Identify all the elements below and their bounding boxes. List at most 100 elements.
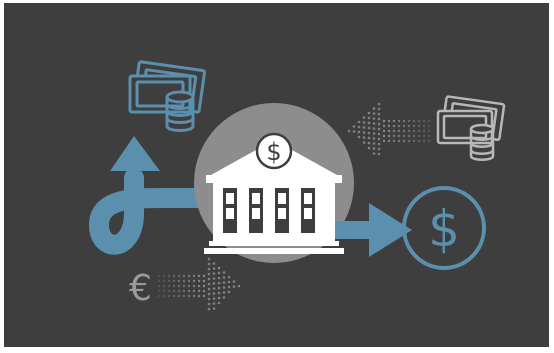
arrow-dot: [192, 284, 196, 288]
arrow-dot: [352, 125, 356, 128]
arrow-dot: [237, 284, 241, 288]
arrow-dot: [202, 274, 206, 278]
arrow-dot: [357, 130, 361, 134]
arrow-dot: [377, 107, 381, 111]
arrow-dot: [362, 131, 366, 134]
arrow-dot: [207, 262, 211, 266]
arrow-dot: [167, 294, 171, 298]
arrow-dot: [402, 124, 406, 128]
arrow-dot: [212, 272, 216, 275]
arrow-dot: [157, 294, 161, 298]
arrow-dot: [212, 302, 216, 305]
arrow-dot: [227, 275, 231, 279]
arrow-dot: [392, 134, 396, 138]
arrow-dot: [402, 119, 406, 123]
arrow-dot: [172, 274, 176, 278]
arrow-dot: [207, 302, 211, 306]
arrow-dot: [377, 137, 381, 141]
arrow-dot: [212, 297, 216, 300]
arrow-dot: [217, 266, 221, 270]
arrow-dot: [207, 282, 211, 286]
arrow-dot: [177, 274, 181, 278]
cash-stack-icon: [128, 60, 206, 132]
arrow-dot: [217, 281, 221, 285]
arrow-dot: [212, 262, 216, 265]
arrow-dot: [367, 141, 371, 145]
arrow-dot: [387, 129, 391, 133]
arrow-dot: [207, 267, 211, 271]
arrow-dot: [362, 136, 366, 139]
arrow-dot: [427, 124, 431, 128]
arrow-dot: [392, 119, 396, 123]
arrow-dot: [187, 294, 191, 298]
arrow-dot: [207, 287, 211, 291]
arrow-dot: [412, 134, 416, 138]
arrow-dot: [407, 129, 411, 133]
arrow-dot: [207, 307, 211, 311]
arrow-dot: [227, 290, 231, 294]
arrow-dot: [392, 139, 396, 143]
arrow-dot: [392, 129, 396, 133]
arrow-dot: [372, 112, 376, 115]
arrow-dot: [167, 289, 171, 293]
arrow-dot: [407, 124, 411, 128]
arrow-dot: [162, 289, 166, 293]
arrow-dot: [202, 294, 206, 298]
euro-glyph: €: [129, 268, 152, 309]
arrow-dot: [402, 129, 406, 133]
arrow-dot: [422, 124, 426, 128]
arrow-dot: [197, 279, 201, 283]
arrow-dot: [192, 294, 196, 298]
bank-building-icon: $: [204, 132, 344, 254]
arrow-dot: [207, 292, 211, 296]
arrow-dot: [362, 121, 366, 124]
arrow-dot: [427, 139, 431, 143]
arrow-dot: [162, 284, 166, 288]
arrow-dot: [227, 285, 231, 289]
arrow-dot: [357, 135, 361, 139]
cash-stack-outline-icon: [436, 95, 506, 161]
arrow-dot: [197, 274, 201, 278]
arrow-dot: [397, 129, 401, 133]
arrow-dot: [387, 119, 391, 123]
arrow-dot: [382, 124, 386, 128]
arrow-dot: [162, 274, 166, 278]
dotted-arrow-right-bottom: [157, 257, 241, 311]
arrow-dot: [217, 276, 221, 280]
arrow-dot: [187, 274, 191, 278]
arrow-dot: [372, 107, 376, 110]
arrow-dot: [347, 129, 351, 133]
bank-dollar-badge: [255, 132, 293, 170]
arrow-dot: [207, 257, 211, 261]
arrow-dot: [232, 285, 236, 288]
arrow-dot: [197, 289, 201, 293]
arrow-dot: [177, 284, 181, 288]
arrow-dot: [382, 129, 386, 133]
arrow-dot: [187, 289, 191, 293]
arrow-dot: [197, 284, 201, 288]
arrow-dot: [362, 126, 366, 129]
arrow-dot: [222, 286, 226, 289]
arrow-dot: [367, 111, 371, 115]
arrow-dot: [367, 121, 371, 125]
arrow-dot: [222, 276, 226, 279]
arrow-dot: [377, 127, 381, 131]
arrow-dot: [427, 134, 431, 138]
arrow-dot: [222, 291, 226, 294]
arrow-dot: [217, 271, 221, 275]
bank-dollar-glyph: $: [266, 138, 281, 166]
arrow-dot: [197, 294, 201, 298]
arrow-dot: [412, 139, 416, 143]
arrow-dot: [407, 119, 411, 123]
arrow-dot: [172, 284, 176, 288]
arrow-dot: [177, 289, 181, 293]
arrow-dot: [182, 284, 186, 288]
arrow-dot: [422, 134, 426, 138]
euro-sign-icon: €: [129, 268, 152, 309]
arrow-dot: [377, 102, 381, 106]
arrow-dot: [232, 280, 236, 283]
arrow-dot: [172, 289, 176, 293]
arrow-dot: [212, 292, 216, 295]
arrow-dot: [367, 126, 371, 130]
arrow-dot: [157, 284, 161, 288]
